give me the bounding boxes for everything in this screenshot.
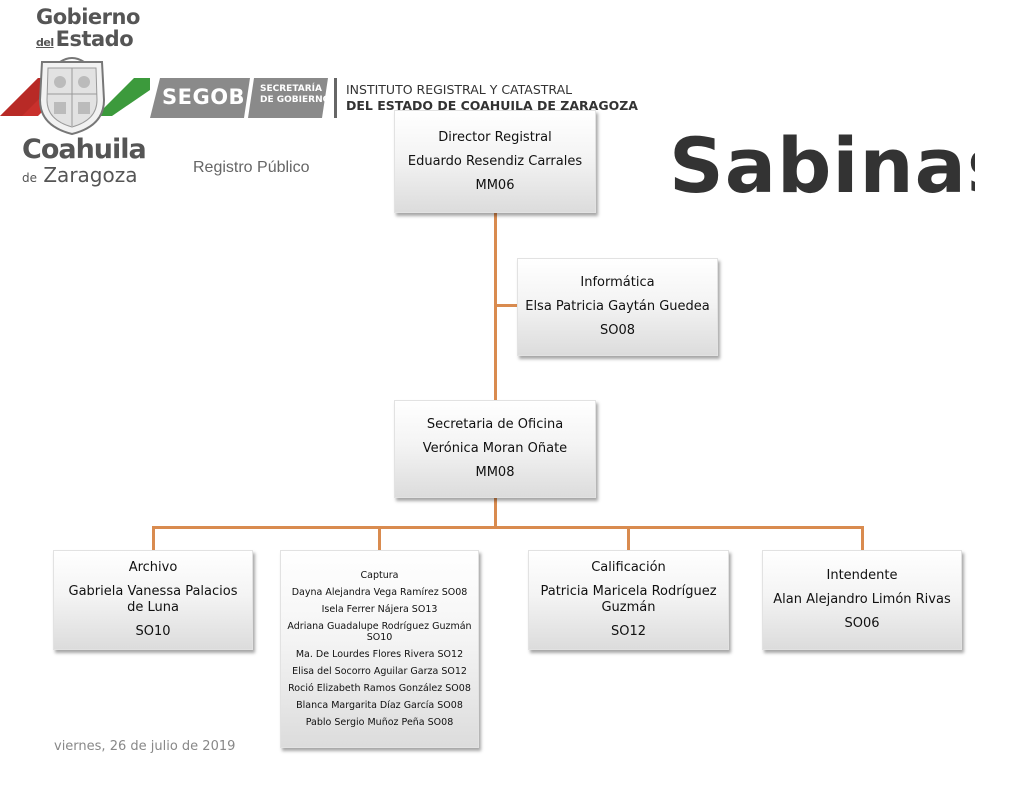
coahuila-word: Coahuila xyxy=(22,134,147,165)
footer-date: viernes, 26 de julio de 2019 xyxy=(54,739,236,754)
connector-to-intendente xyxy=(861,526,864,550)
de-word: de xyxy=(22,171,37,185)
node-person: Elisa del Socorro Aguilar Garza SO12 xyxy=(292,666,467,677)
node-person: Blanca Margarita Díaz García SO08 xyxy=(296,700,463,711)
estado-word: Estado xyxy=(55,27,134,51)
node-person: Eduardo Resendiz Carrales xyxy=(407,153,583,169)
del-estado-line: delEstado xyxy=(36,28,140,54)
node-code: SO12 xyxy=(610,624,647,639)
coahuila-zaragoza-logo-text: Coahuila de Zaragoza xyxy=(22,134,147,189)
node-person: Ma. De Lourdes Flores Rivera SO12 xyxy=(295,649,464,660)
node-person: Isela Ferrer Nájera SO13 xyxy=(321,604,438,615)
instituto-name: INSTITUTO REGISTRAL Y CATASTRAL DEL ESTA… xyxy=(346,82,638,114)
node-director-registral: Director Registral Eduardo Resendiz Carr… xyxy=(394,110,596,213)
secretaria-line: SECRETARÍA xyxy=(260,84,322,94)
node-role: Intendente xyxy=(826,568,898,583)
node-person: Adriana Guadalupe Rodríguez Guzmán SO10 xyxy=(287,621,472,643)
page-title: Sabinas xyxy=(668,120,975,210)
node-code: MM08 xyxy=(475,465,515,480)
zaragoza-word: Zaragoza xyxy=(43,163,138,187)
de-gobierno-line: DE GOBIERNO xyxy=(260,95,331,105)
node-code: SO08 xyxy=(599,323,636,338)
connector-to-informatica xyxy=(494,304,518,307)
segob-badge-graphic xyxy=(150,78,328,118)
node-secretaria-oficina: Secretaria de Oficina Verónica Moran Oña… xyxy=(394,400,596,498)
connector-horizontal-bus xyxy=(152,526,864,529)
gobierno-line: Gobierno xyxy=(36,5,140,29)
instituto-line2: DEL ESTADO DE COAHUILA DE ZARAGOZA xyxy=(346,98,638,113)
instituto-line1: INSTITUTO REGISTRAL Y CATASTRAL xyxy=(346,82,573,97)
node-intendente: Intendente Alan Alejandro Limón Rivas SO… xyxy=(762,550,962,650)
node-role: Secretaria de Oficina xyxy=(426,417,564,432)
node-person: Gabriela Vanessa Palacios de Luna xyxy=(68,584,238,615)
connector-to-calificacion xyxy=(627,526,630,550)
node-role: Director Registral xyxy=(438,129,552,145)
connector-secretaria-down xyxy=(494,497,497,528)
del-word: del xyxy=(36,36,54,49)
node-role: Archivo xyxy=(128,560,178,575)
registro-publico-label: Registro Público xyxy=(193,159,310,176)
segob-logo-text: SEGOB xyxy=(162,85,246,109)
page-title-text: Sabinas xyxy=(669,121,975,210)
node-calificacion: Calificación Patricia Maricela Rodríguez… xyxy=(528,550,729,650)
node-captura: Captura Dayna Alejandra Vega Ramírez SO0… xyxy=(280,550,479,748)
node-person: Elsa Patricia Gaytán Guedea xyxy=(525,299,710,314)
gobierno-estado-logo-text: Gobierno delEstado xyxy=(36,6,140,54)
node-person: Alan Alejandro Limón Rivas xyxy=(773,592,951,607)
connector-to-captura xyxy=(378,526,381,550)
separator-bar xyxy=(334,78,337,118)
node-archivo: Archivo Gabriela Vanessa Palacios de Lun… xyxy=(53,550,253,650)
node-role: Calificación xyxy=(591,560,666,575)
node-person: Verónica Moran Oñate xyxy=(422,441,568,456)
secretaria-gobierno-text: SECRETARÍA DE GOBIERNO xyxy=(260,84,330,106)
node-code: SO10 xyxy=(135,624,171,639)
node-role: Informática xyxy=(580,275,655,290)
node-code: SO06 xyxy=(844,616,880,631)
node-person: Pablo Sergio Muñoz Peña SO08 xyxy=(305,717,454,728)
node-informatica: Informática Elsa Patricia Gaytán Guedea … xyxy=(517,258,718,356)
node-person: Dayna Alejandra Vega Ramírez SO08 xyxy=(291,587,468,598)
node-code: MM06 xyxy=(475,177,515,193)
node-person: Patricia Maricela Rodríguez Guzmán xyxy=(540,584,717,615)
node-role: Captura xyxy=(360,570,399,581)
de-zaragoza-line: de Zaragoza xyxy=(22,164,146,189)
node-person: Roció Elizabeth Ramos González SO08 xyxy=(288,683,471,694)
coahuila-seal-icon xyxy=(38,57,106,136)
connector-to-archivo xyxy=(152,526,155,550)
